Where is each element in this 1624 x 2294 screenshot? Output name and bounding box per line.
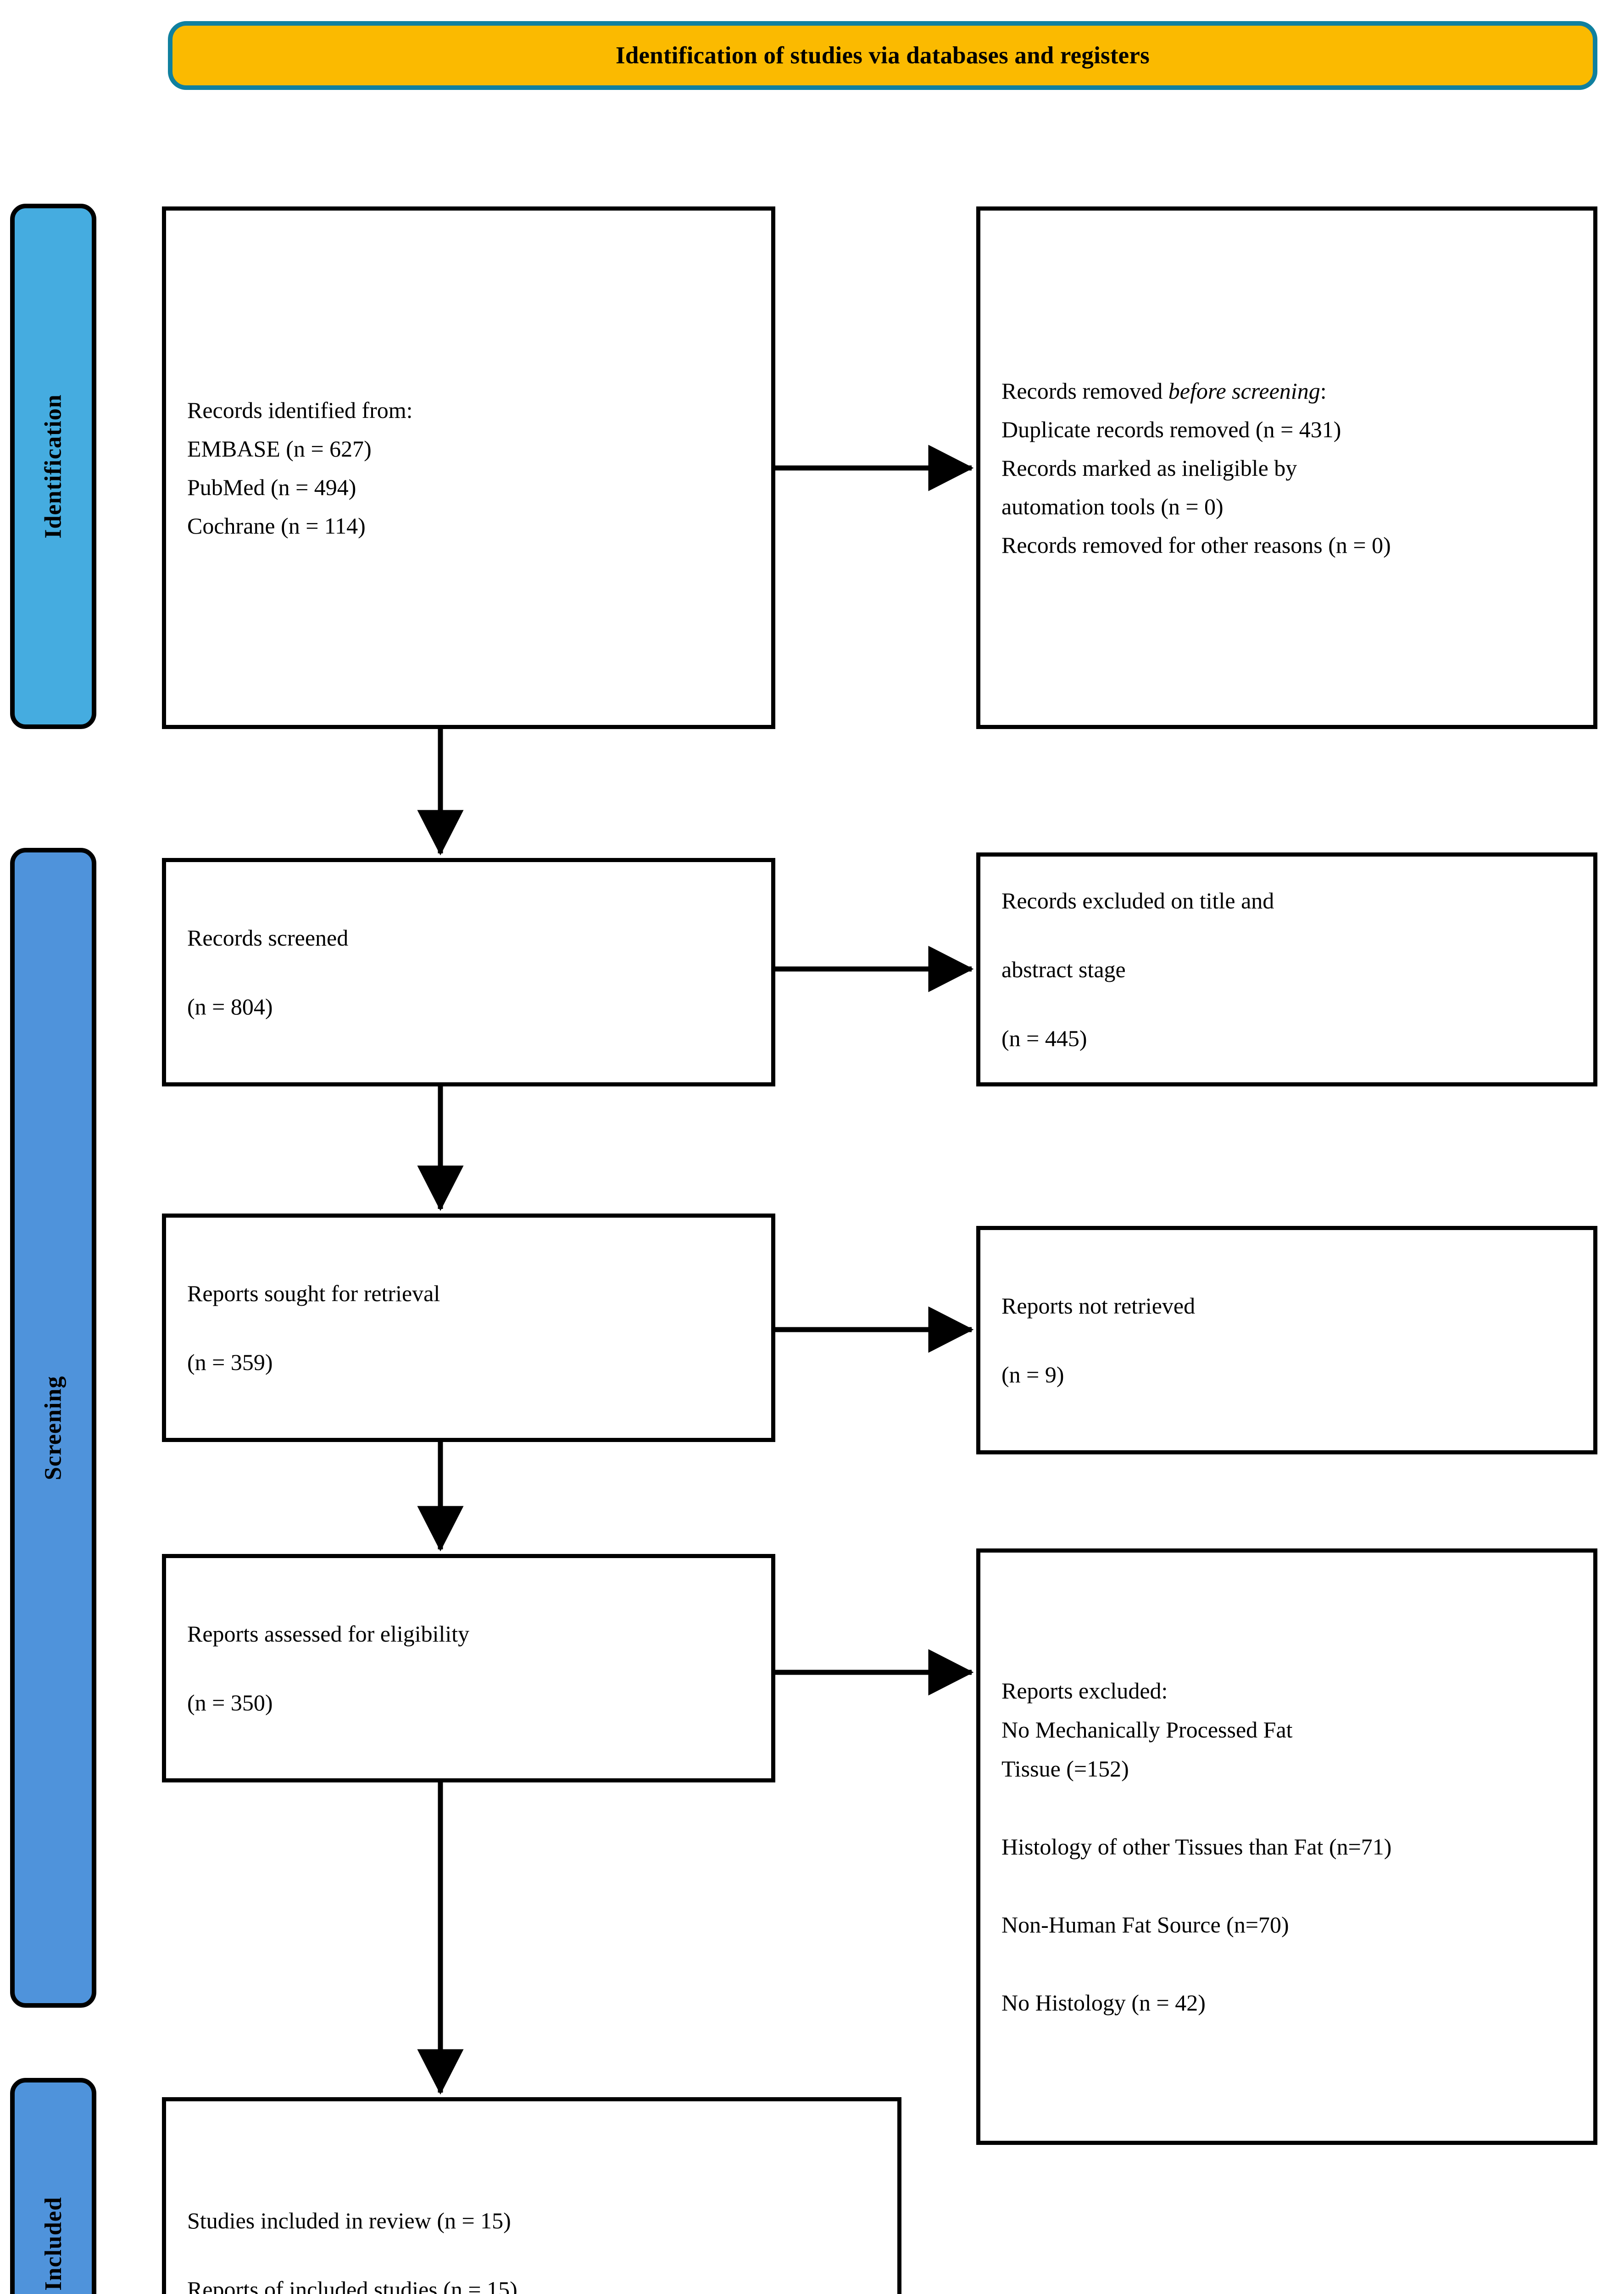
text-spacer <box>1001 1866 1572 1905</box>
text-line: (n = 445) <box>1001 1025 1087 1051</box>
box-records-excluded-title-abstract: Records excluded on title and abstract s… <box>976 852 1597 1086</box>
text-line: automation tools (n = 0) <box>1001 493 1224 519</box>
text-line: Records marked as ineligible by <box>1001 455 1297 481</box>
text-line: (n = 350) <box>187 1690 273 1715</box>
text-line: Records identified from: <box>187 397 413 423</box>
text-line: Non-Human Fat Source (n=70) <box>1001 1911 1289 1938</box>
text-line: Reports assessed for eligibility <box>187 1621 470 1647</box>
stage-label-screening: Screening <box>40 1375 67 1480</box>
header-banner: Identification of studies via databases … <box>168 21 1597 90</box>
text-line: Cochrane (n = 114) <box>187 512 366 539</box>
text-line: Reports excluded: <box>1001 1677 1168 1704</box>
box-records-removed-before-screening: Records removed before screening: Duplic… <box>976 206 1597 729</box>
text-line: Duplicate records removed (n = 431) <box>1001 416 1341 442</box>
text-line: (n = 804) <box>187 994 273 1019</box>
text-line: No Histology (n = 42) <box>1001 1989 1206 2016</box>
text-line: Histology of other Tissues than Fat (n=7… <box>1001 1833 1392 1860</box>
text-line: Records screened <box>187 925 349 951</box>
text-line: Reports of included studies (n = 15) <box>187 2276 517 2294</box>
stage-tab-included: Included <box>10 2078 96 2294</box>
text-line: (n = 359) <box>187 1349 273 1375</box>
text-line: Records excluded on title and <box>1001 888 1274 913</box>
text-fragment-italic: before screening <box>1168 378 1320 404</box>
stage-tab-screening: Screening <box>10 848 96 2008</box>
text-line: abstract stage <box>1001 957 1126 982</box>
stage-label-included: Included <box>40 2197 67 2291</box>
text-line: Reports not retrieved <box>1001 1293 1196 1319</box>
box-reports-not-retrieved: Reports not retrieved (n = 9) <box>976 1226 1597 1454</box>
text-spacer <box>1001 1788 1572 1827</box>
text-spacer <box>1001 1944 1572 1983</box>
text-line: Tissue (=152) <box>1001 1755 1129 1782</box>
text-fragment: Records removed <box>1001 378 1168 404</box>
box-records-screened: Records screened (n = 804) <box>162 858 775 1086</box>
text-line: EMBASE (n = 627) <box>187 435 372 462</box>
text-line: No Mechanically Processed Fat <box>1001 1716 1293 1743</box>
page-title: Identification of studies via databases … <box>616 42 1150 69</box>
box-reports-excluded: Reports excluded: No Mechanically Proces… <box>976 1548 1597 2145</box>
text-line: PubMed (n = 494) <box>187 474 356 500</box>
text-line: (n = 9) <box>1001 1362 1064 1387</box>
stage-tab-identification: Identification <box>10 204 96 729</box>
text-line: Records removed for other reasons (n = 0… <box>1001 532 1391 558</box>
text-fragment: : <box>1320 378 1327 404</box>
stage-label-identification: Identification <box>40 394 67 539</box>
box-reports-sought-for-retrieval: Reports sought for retrieval (n = 359) <box>162 1214 775 1442</box>
text-line: Records removed before screening: <box>1001 372 1572 410</box>
text-line: Studies included in review (n = 15) <box>187 2207 511 2233</box>
box-records-identified: Records identified from: EMBASE (n = 627… <box>162 206 775 729</box>
box-reports-assessed-for-eligibility: Reports assessed for eligibility (n = 35… <box>162 1554 775 1782</box>
box-studies-included: Studies included in review (n = 15) Repo… <box>162 2097 901 2294</box>
text-line: Reports sought for retrieval <box>187 1281 440 1306</box>
